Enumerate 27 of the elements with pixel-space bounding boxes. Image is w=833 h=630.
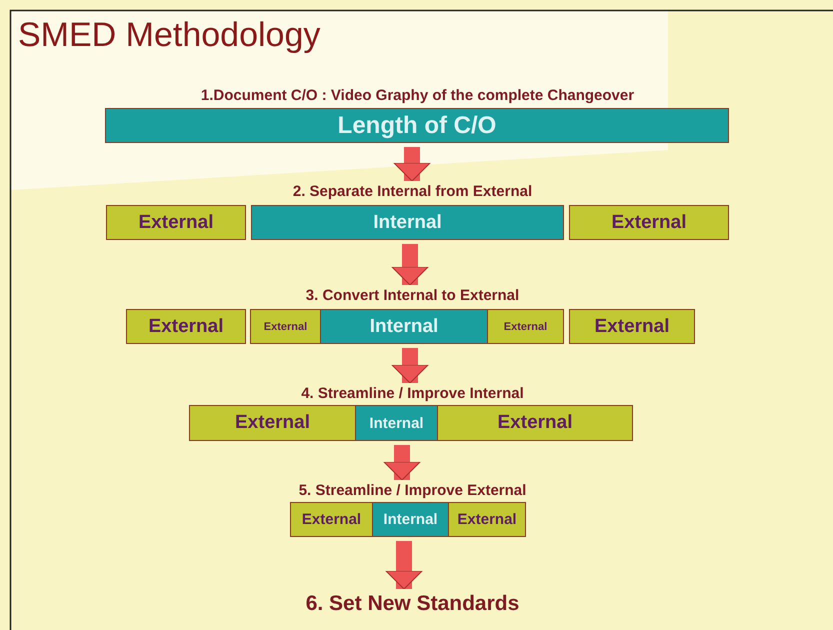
internal-segment: Internal bbox=[320, 309, 488, 344]
external-segment: External bbox=[126, 309, 246, 344]
step-heading: 4. Streamline / Improve Internal bbox=[200, 384, 625, 402]
down-arrow bbox=[386, 541, 422, 590]
external-segment: External bbox=[487, 309, 564, 344]
down-arrow bbox=[392, 348, 428, 384]
step-heading: 1.Document C/O : Video Graphy of the complete Changeover bbox=[105, 86, 730, 104]
external-segment: External bbox=[189, 405, 356, 441]
internal-segment: Length of C/O bbox=[105, 108, 729, 143]
step-heading: 3. Convert Internal to External bbox=[200, 286, 625, 304]
external-segment: External bbox=[250, 309, 321, 344]
down-arrow bbox=[384, 445, 420, 480]
internal-segment: Internal bbox=[355, 405, 438, 441]
external-segment: External bbox=[437, 405, 633, 441]
step-heading: 6. Set New Standards bbox=[200, 590, 625, 618]
external-segment: External bbox=[290, 502, 373, 537]
external-segment: External bbox=[106, 205, 246, 240]
internal-segment: Internal bbox=[372, 502, 449, 537]
external-segment: External bbox=[569, 309, 695, 344]
external-segment: External bbox=[448, 502, 526, 537]
down-arrow bbox=[394, 147, 430, 182]
down-arrow bbox=[392, 244, 428, 286]
internal-segment: Internal bbox=[251, 205, 564, 240]
external-segment: External bbox=[569, 205, 729, 240]
title: SMED Methodology bbox=[18, 16, 320, 55]
step-heading: 2. Separate Internal from External bbox=[200, 182, 625, 200]
step-heading: 5. Streamline / Improve External bbox=[200, 481, 625, 499]
